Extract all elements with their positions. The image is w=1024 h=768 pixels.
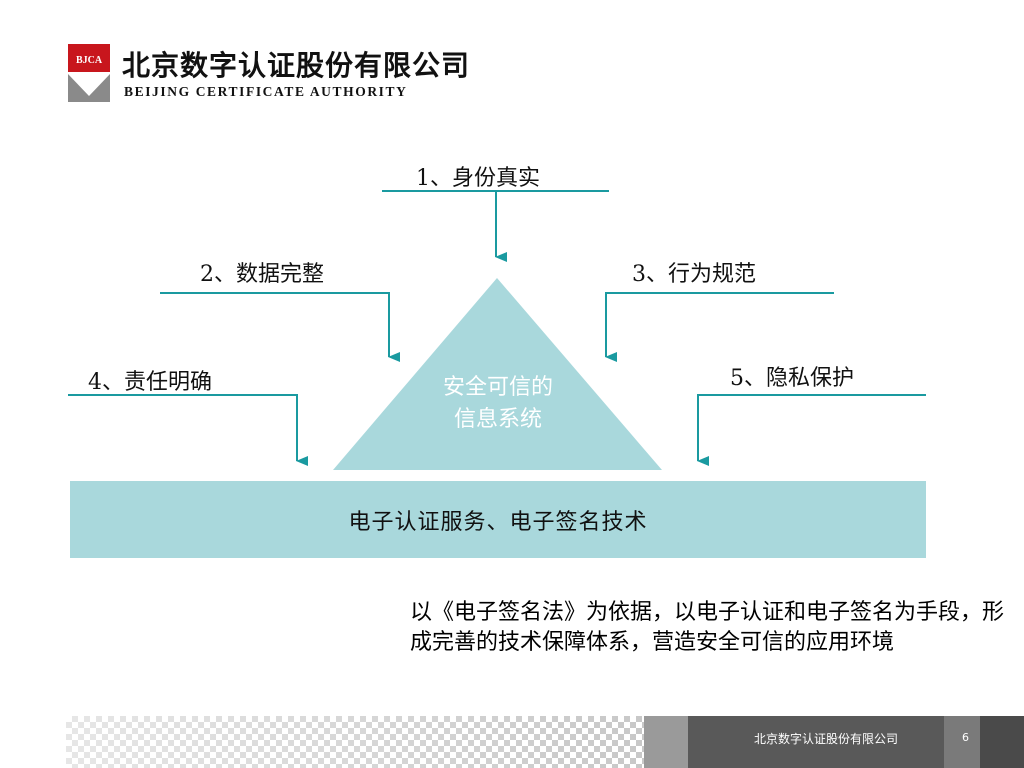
- company-name-en: BEIJING CERTIFICATE AUTHORITY: [124, 84, 408, 99]
- footer-page-block: [944, 716, 980, 768]
- triangle-label: 安全可信的 信息系统: [398, 372, 598, 436]
- footer-mid-block: [644, 716, 688, 768]
- connector-4: [68, 394, 308, 466]
- foundation-bar: 电子认证服务、电子签名技术: [70, 481, 926, 558]
- company-name-cn: 北京数字认证股份有限公司: [122, 49, 471, 82]
- connector-1: [382, 190, 609, 262]
- footer-company-name: 北京数字认证股份有限公司: [754, 732, 899, 746]
- page-number: 6: [962, 731, 969, 744]
- footer-dark-block: [688, 716, 944, 768]
- pillar-label-4: 4、责任明确: [88, 370, 212, 395]
- pillar-label-2: 2、数据完整: [200, 262, 324, 287]
- triangle-line-1: 安全可信的: [442, 375, 553, 400]
- footer-band: [66, 716, 1024, 768]
- connector-3: [605, 292, 834, 362]
- pillar-label-1: 1、身份真实: [416, 166, 540, 191]
- footer-end-block: [980, 716, 1024, 768]
- pillar-label-3: 3、行为规范: [632, 262, 756, 287]
- system-triangle: [333, 278, 662, 470]
- logo-badge-text: BJCA: [76, 55, 103, 66]
- pillar-label-5: 5、隐私保护: [730, 366, 854, 391]
- summary-text: 以《电子签名法》为依据，以电子认证和电子签名为手段，形成完善的技术保障体系，营造…: [410, 600, 1005, 655]
- foundation-label: 电子认证服务、电子签名技术: [348, 509, 648, 535]
- bjca-logo-icon: BJCA: [68, 44, 110, 102]
- triangle-line-2: 信息系统: [453, 407, 542, 432]
- connector-5: [697, 394, 926, 466]
- connector-2: [160, 292, 400, 362]
